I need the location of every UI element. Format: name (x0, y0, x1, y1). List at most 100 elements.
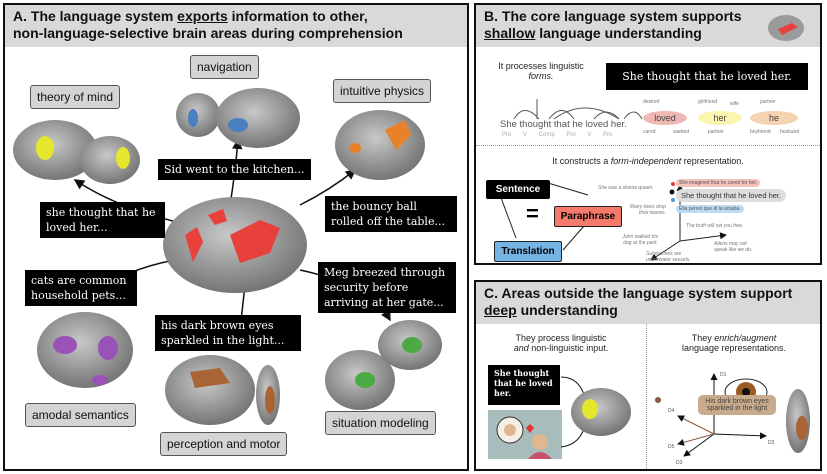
theory-of-mind-brain (13, 120, 140, 184)
sentence-box: Sentence (486, 180, 550, 199)
pos-tags: Pro V Comp Pro V Pro (502, 132, 612, 138)
axis-label: D3 (676, 460, 683, 466)
divider (476, 145, 820, 146)
neighbor-word: girlfriend (698, 99, 718, 105)
bubble-word: loved (643, 111, 687, 125)
equals-sign: = (526, 201, 539, 226)
label-navigation: navigation (190, 55, 259, 79)
axis-label: D4 (668, 408, 675, 414)
word-bubble-he: partner he boyfriend husband (750, 99, 810, 139)
label-perception-motor: perception and motor (160, 432, 288, 456)
axis-label: D5 (668, 444, 675, 450)
axis-label: D2 (768, 440, 775, 446)
navigation-brain (176, 88, 300, 148)
pos-tag: Comp (538, 132, 555, 138)
panel-b: B. The core language system supports sha… (474, 3, 822, 265)
label-situation-modeling: situation modeling (325, 411, 436, 435)
neighbor-word: wanted (673, 129, 690, 135)
caption-text: It constructs a (552, 156, 611, 166)
translation-box: Translation (494, 241, 562, 262)
caption-text: representation. (681, 156, 744, 166)
brown-brain (786, 389, 810, 453)
neighbor-word: boyfriend (750, 129, 771, 135)
sentence-loved: she thought that he loved her... (40, 202, 165, 238)
forms-em: forms. (528, 71, 554, 81)
label-intuitive-physics: intuitive physics (333, 79, 432, 103)
neighbor-word: partner (760, 99, 776, 105)
pos-tag: Pro (502, 132, 512, 138)
panel-b-title: B. The core language system supports sha… (476, 5, 820, 47)
label-amodal-semantics: amodal semantics (25, 403, 136, 427)
point-unrelated: She was a drama queen. (598, 185, 654, 191)
point-translation: Ella pensó que él la amaba. (676, 205, 744, 213)
caption-em: enrich/augment (714, 333, 777, 343)
paraphrase-box: Paraphrase (554, 206, 622, 227)
language-brain (163, 197, 307, 293)
title-text: B. The core language system supports (484, 8, 742, 24)
sentence-kitchen: Sid went to the kitchen... (158, 159, 311, 180)
neighbor-word: husband (780, 129, 800, 135)
sentence-eyes: his dark brown eyes sparkled in the ligh… (155, 315, 301, 351)
pos-tag: Pro (603, 132, 613, 138)
pos-tag: Pro (566, 132, 576, 138)
point-original: She thought that he loved her. (676, 189, 787, 202)
title-text: understanding (516, 302, 618, 318)
caption-text: language representations. (681, 343, 787, 353)
yellow-brain (560, 376, 631, 448)
situation-modeling-brain (325, 320, 442, 410)
amodal-semantics-brain (37, 312, 133, 388)
sentence-ball: the bouncy ball rolled off the table... (325, 196, 457, 232)
enriched-sentence: His dark brown eyes sparkled in the ligh… (698, 395, 776, 415)
point-paraphrase: She imagined that he cared for her. (676, 179, 761, 187)
label-theory-of-mind: theory of mind (30, 85, 121, 109)
pos-tag: V (523, 132, 528, 138)
point-unrelated: The truth will set you free. (686, 223, 744, 229)
example-sentence: She thought that he loved her. (606, 63, 808, 90)
title-text: information to other, (227, 8, 368, 24)
point-unrelated: Submarines are underwater vessels. (646, 251, 691, 263)
word-bubble-loved: desired loved cared wanted (643, 99, 693, 139)
construct-caption: It constructs a form-independent represe… (476, 156, 820, 166)
language-brain-icon (768, 15, 804, 41)
neighbor-word: wife (730, 101, 739, 107)
sentence-cats: cats are common household pets... (25, 270, 137, 306)
dependency-arcs (513, 99, 643, 120)
intuitive-physics-brain (335, 110, 425, 180)
caption-em: form-independent (610, 156, 682, 166)
caption-text: non-linguistic input. (528, 343, 609, 353)
title-text: non-language-selective brain areas durin… (13, 25, 403, 41)
bubble-word: her (698, 111, 742, 125)
title-text: C. Areas outside the language system sup… (484, 285, 793, 301)
point-unrelated: Aliens may not speak like we do. (714, 241, 753, 253)
sentence-meg: Meg breezed through security before arri… (318, 262, 456, 313)
point-unrelated: John walked his dog at the park. (622, 234, 658, 246)
title-emphasis: shallow (484, 25, 536, 41)
neighbor-word: cared (643, 129, 656, 135)
neighbor-word: desired (643, 99, 660, 105)
parse-sentence: She thought that he loved her. (500, 119, 627, 130)
title-emphasis: exports (177, 8, 228, 24)
bubble-word: he (750, 111, 798, 125)
title-text: A. The language system (13, 8, 178, 24)
caption-text: They (691, 333, 715, 343)
panel-c-title: C. Areas outside the language system sup… (476, 282, 820, 324)
title-text: language understanding (535, 25, 702, 41)
couple-image (488, 410, 562, 459)
caption-text: They process linguistic (515, 333, 607, 343)
point-unrelated: Many trees drop their leaves. (629, 204, 666, 216)
title-emphasis: deep (484, 302, 517, 318)
input-sentence: She thought that he loved her. (488, 365, 560, 405)
divider (646, 324, 647, 469)
panel-c: C. Areas outside the language system sup… (474, 280, 822, 471)
axis-label: D1 (720, 372, 727, 378)
forms-text: It processes linguistic (498, 61, 584, 71)
caption-em: and (513, 343, 529, 353)
perception-motor-brain (165, 355, 280, 425)
panel-a-title: A. The language system exports informati… (5, 5, 467, 47)
pos-tag: V (587, 132, 592, 138)
neighbor-word: partner (708, 129, 724, 135)
